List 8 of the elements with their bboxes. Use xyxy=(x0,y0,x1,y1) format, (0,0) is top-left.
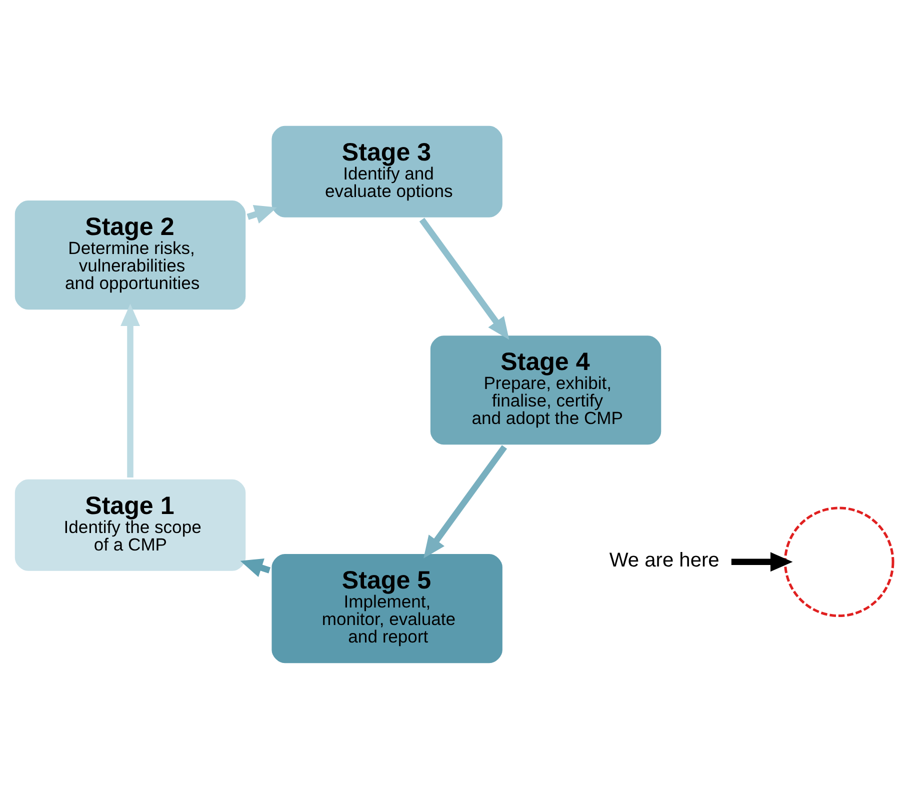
arrow xyxy=(424,445,508,558)
arrow xyxy=(246,205,278,224)
node-circle xyxy=(784,506,894,618)
arrow xyxy=(120,304,140,478)
arrow xyxy=(731,552,793,572)
arrow xyxy=(419,218,510,340)
node-text: We are here xyxy=(609,550,720,572)
arrow xyxy=(240,558,271,577)
